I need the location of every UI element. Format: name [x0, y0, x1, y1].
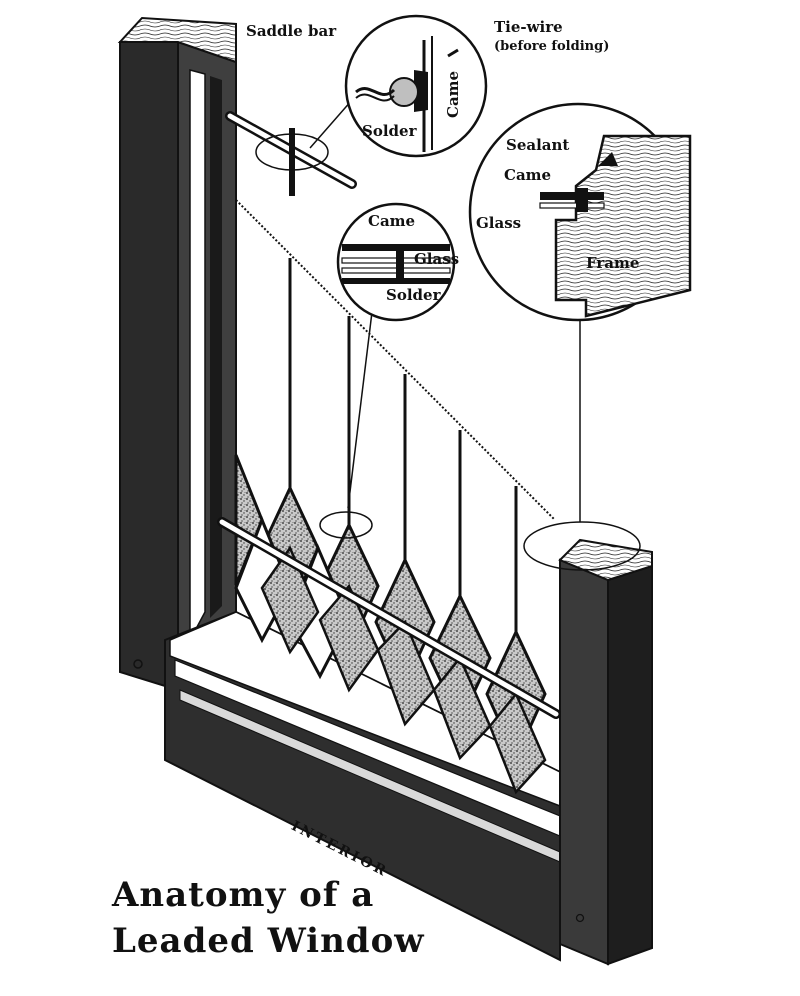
detail-circle-tie-wire	[344, 14, 488, 158]
label-tie-wire-note: (before folding)	[494, 39, 610, 54]
title-line-2: Leaded Window	[112, 921, 425, 961]
label-sealant: Sealant	[506, 136, 570, 154]
label-glass-right: Glass	[476, 214, 522, 232]
glass-panel	[217, 111, 561, 795]
label-saddle-bar: Saddle bar	[246, 22, 337, 40]
label-solder-middle: Solder	[386, 286, 441, 304]
title-line-1: Anatomy of a	[112, 875, 375, 915]
left-frame-post	[117, 16, 237, 694]
label-glass-middle: Glass	[414, 250, 460, 268]
label-frame: Frame	[586, 254, 640, 272]
left-post-end-grain	[117, 16, 237, 64]
detail-markers	[255, 99, 641, 571]
label-solder-top: Solder	[362, 122, 417, 140]
right-frame-post	[558, 538, 653, 966]
label-came-middle: Came	[368, 212, 416, 230]
label-came-right: Came	[504, 166, 552, 184]
label-came-top: Came	[444, 70, 462, 118]
label-tie-wire: Tie-wire	[494, 18, 563, 36]
right-post-end-grain	[558, 538, 653, 582]
detail-circle-frame	[468, 102, 692, 322]
detail-circle-came	[336, 202, 456, 322]
